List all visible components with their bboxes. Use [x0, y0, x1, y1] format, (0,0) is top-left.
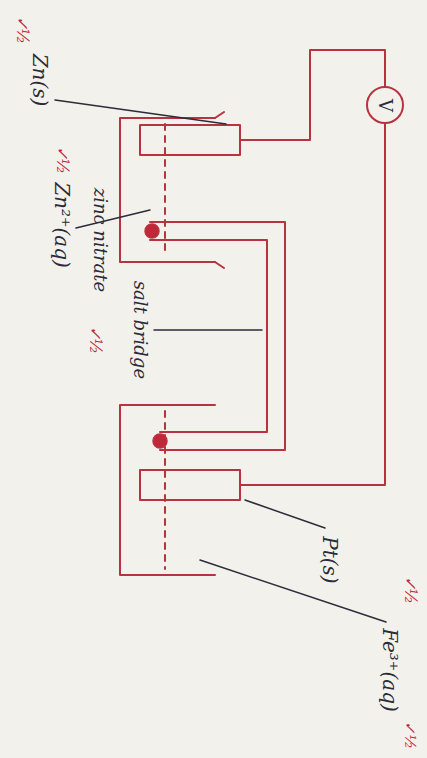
- electrode-label: Zn(s): [29, 54, 51, 107]
- salt-bridge: [150, 240, 267, 432]
- cotton-plug: [153, 434, 167, 448]
- solution-label: Fe³⁺(aq): [379, 628, 401, 712]
- wire: [240, 50, 385, 140]
- voltmeter: V: [366, 86, 404, 124]
- wire: [240, 122, 385, 485]
- leader-line: [55, 100, 226, 124]
- solution-label: Zn²⁺(aq): [51, 182, 73, 268]
- beaker-lip: [215, 112, 224, 268]
- cotton-plug: [145, 224, 159, 238]
- grading-mark: ✓½: [401, 576, 419, 605]
- grading-mark: ✓½: [53, 146, 71, 175]
- platinum-electrode: [140, 470, 240, 500]
- salt-bridge: [150, 222, 285, 450]
- zinc-electrode: [140, 125, 240, 155]
- solution-label: zinc nitrate: [90, 188, 110, 292]
- grading-mark: ✓½: [86, 326, 104, 355]
- electrode-label: Pt(s): [319, 536, 341, 583]
- grading-mark: ✓½: [402, 721, 419, 749]
- leader-line: [200, 560, 386, 622]
- beaker: [120, 405, 215, 575]
- meter-symbol: V: [375, 99, 396, 112]
- part-label: salt bridge: [130, 281, 150, 379]
- solution-level: [164, 124, 166, 256]
- leader-line: [154, 329, 262, 331]
- leader-line: [245, 500, 325, 528]
- grading-mark: ✓½: [13, 16, 31, 45]
- leader-line: [76, 210, 150, 228]
